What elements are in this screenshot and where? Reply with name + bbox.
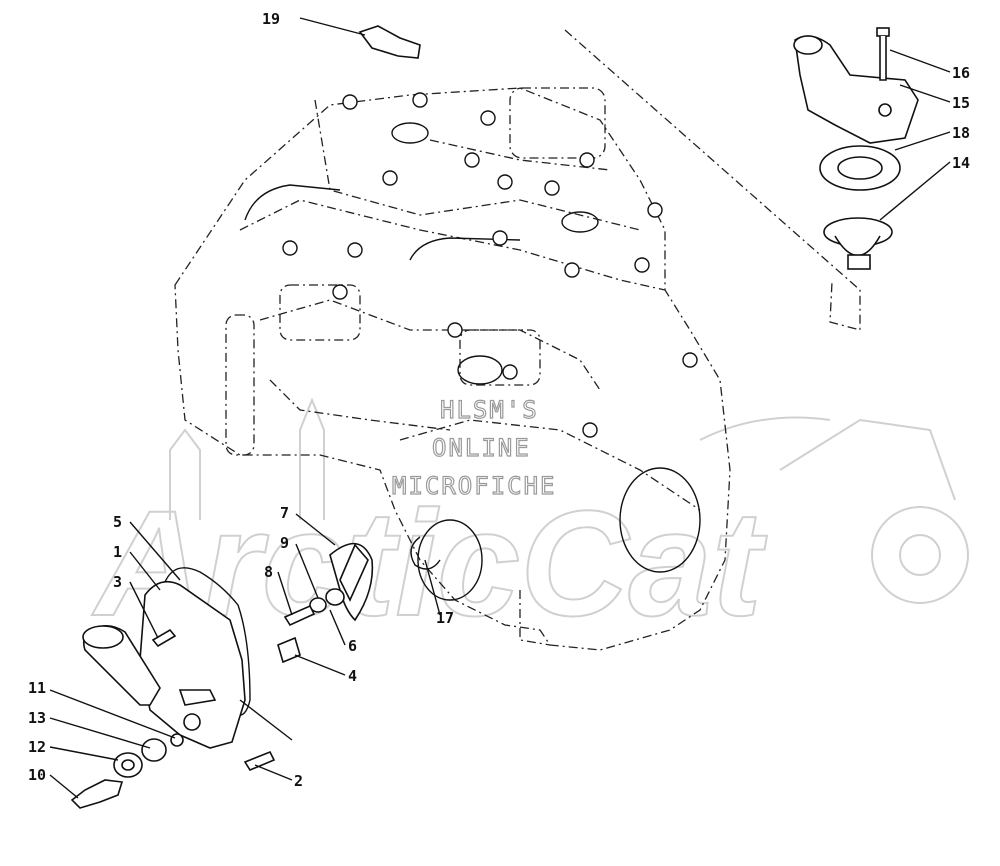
callout-12: 12 [28, 738, 46, 756]
callout-16: 16 [952, 64, 970, 82]
screw-2 [243, 750, 276, 771]
callout-6: 6 [348, 637, 357, 655]
callout-3: 3 [113, 573, 122, 591]
watermark-line2: ONLINE [432, 434, 531, 462]
watermark-line1: HLSM'S [440, 396, 539, 424]
seal-6 [325, 588, 345, 606]
callout-1: 1 [113, 543, 122, 561]
leader-lines [49, 17, 951, 799]
bolt-8 [283, 604, 316, 627]
callout-17: 17 [436, 609, 454, 627]
pump-housing-1 [139, 580, 246, 749]
skyline-watermark-icon [169, 397, 325, 520]
motorcycle-watermark-icon [699, 416, 969, 604]
washer-13 [141, 738, 167, 762]
callout-18: 18 [952, 124, 970, 142]
screw-3 [151, 628, 177, 648]
callout-11: 11 [28, 679, 46, 697]
callout-7: 7 [280, 504, 289, 522]
callout-labels: 19 16 15 18 14 7 9 8 5 1 3 6 4 17 11 13 … [28, 10, 970, 790]
temp-sensor-19 [358, 25, 421, 59]
bolt-16 [876, 27, 890, 37]
callout-9: 9 [280, 534, 289, 552]
callout-14: 14 [952, 154, 970, 172]
gasket-5 [164, 567, 251, 717]
callout-13: 13 [28, 709, 46, 727]
watermark-line3: MICROFICHE [392, 472, 557, 500]
callout-10: 10 [28, 766, 46, 784]
bushing-4 [277, 636, 301, 664]
callout-4: 4 [348, 667, 357, 685]
callout-15: 15 [952, 94, 970, 112]
callout-2: 2 [294, 772, 303, 790]
thermostat-group [564, 27, 919, 331]
callout-5: 5 [113, 513, 122, 531]
washer-11 [170, 733, 184, 747]
callout-8: 8 [264, 563, 273, 581]
callout-19: 19 [262, 10, 280, 28]
water-pump-group [70, 536, 441, 809]
circlip-17 [410, 536, 441, 570]
drain-plug-10 [70, 779, 124, 809]
engine-block [174, 87, 731, 651]
watermark: ArcticCat HLSM'S ONLINE MICROFICHE [90, 395, 969, 648]
